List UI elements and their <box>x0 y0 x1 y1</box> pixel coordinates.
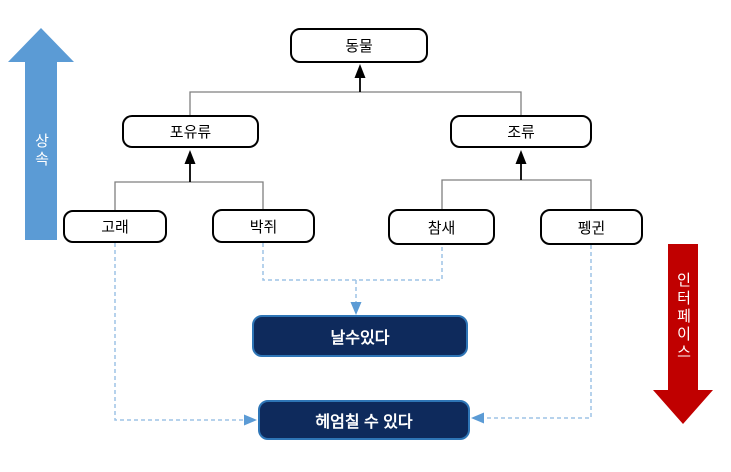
inheritance-arrow-label: 상속 <box>8 28 74 240</box>
interface-label-text: 인터페이스 <box>674 272 692 362</box>
interface-arrow-label: 인터페이스 <box>651 244 715 424</box>
interface-can-swim-box: 헤엄칠 수 있다 <box>258 400 470 440</box>
interface-can-fly-box: 날수있다 <box>252 315 468 357</box>
inheritance-label-text: 상속 <box>32 133 50 169</box>
node-whale: 고래 <box>63 210 167 243</box>
node-bat: 박쥐 <box>212 209 315 243</box>
inheritance-arrow-shape <box>8 28 74 240</box>
node-bird: 조류 <box>450 115 592 148</box>
tree-elbow-lines <box>114 91 592 210</box>
interface-arrow-shape <box>653 244 713 424</box>
node-mammal: 포유류 <box>122 115 259 148</box>
node-penguin: 펭귄 <box>540 209 643 245</box>
node-animal: 동물 <box>290 28 428 63</box>
generalization-arrowheads <box>184 64 527 164</box>
node-sparrow: 참새 <box>388 209 495 245</box>
